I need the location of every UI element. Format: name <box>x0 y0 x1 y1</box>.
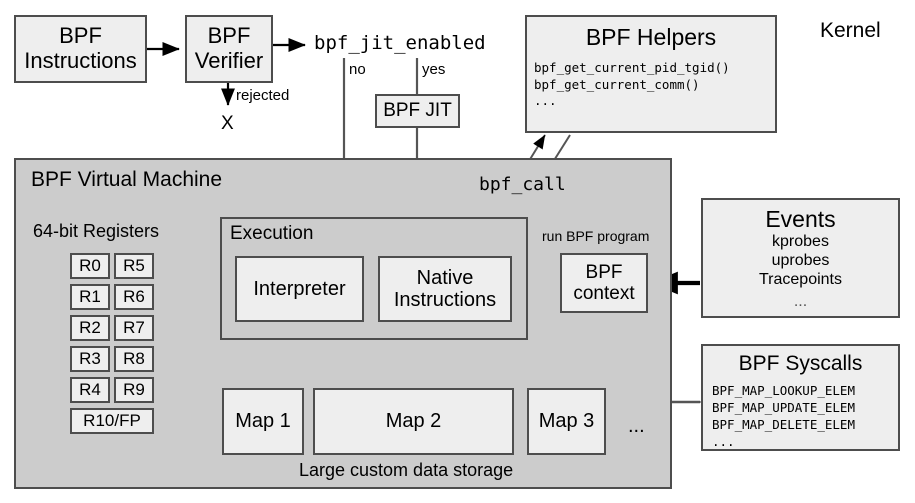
map-1-box: Map 1 <box>222 388 304 455</box>
bpf-vm-title: BPF Virtual Machine <box>31 168 223 191</box>
register-r1: R1 <box>70 284 110 310</box>
bpf-syscalls-title: BPF Syscalls <box>738 352 863 375</box>
map-2-box: Map 2 <box>313 388 514 455</box>
bpf-jit-label: BPF JIT <box>383 100 452 122</box>
bpf-helpers-function-list: bpf_get_current_pid_tgid() bpf_get_curre… <box>534 60 730 108</box>
bpf-jit-box: BPF JIT <box>375 94 460 128</box>
events-ellipsis: ... <box>793 293 808 311</box>
registers-title: 64-bit Registers <box>33 221 160 241</box>
bpf-verifier-line2: Verifier <box>194 48 264 73</box>
bpf-context-line1: BPF <box>585 261 623 283</box>
events-title: Events <box>765 206 836 232</box>
storage-label: Large custom data storage <box>299 460 514 480</box>
native-instructions-line1: Native <box>416 266 474 289</box>
native-instructions-line2: Instructions <box>393 289 497 311</box>
branch-no-label: no <box>349 61 366 78</box>
bpf-syscalls-list: BPF_MAP_LOOKUP_ELEM BPF_MAP_UPDATE_ELEM … <box>712 383 855 449</box>
execution-title: Execution <box>230 223 314 244</box>
bpf-verifier-line1: BPF <box>207 23 251 49</box>
native-instructions-box: Native Instructions <box>378 256 512 322</box>
bpf-context-box: BPF context <box>560 253 648 313</box>
map-3-label: Map 3 <box>538 410 595 433</box>
kernel-label: Kernel <box>820 19 881 42</box>
run-bpf-program-label: run BPF program <box>542 228 650 244</box>
register-r3: R3 <box>70 346 110 372</box>
maps-ellipsis: ... <box>628 415 645 437</box>
register-r8: R8 <box>114 346 154 372</box>
branch-yes-label: yes <box>422 61 446 78</box>
map-1-label: Map 1 <box>235 410 291 433</box>
events-item-tracepoints: Tracepoints <box>759 270 842 288</box>
interpreter-label: Interpreter <box>253 277 346 300</box>
bpf-instructions-line1: BPF <box>59 23 102 49</box>
register-r2: R2 <box>70 315 110 341</box>
interpreter-box: Interpreter <box>235 256 364 322</box>
map-2-label: Map 2 <box>385 410 442 433</box>
events-box: Events kprobes uprobes Tracepoints ... <box>701 198 900 318</box>
register-r5: R5 <box>114 253 154 279</box>
bpf-helpers-box: BPF Helpers <box>525 15 777 133</box>
register-r6: R6 <box>114 284 154 310</box>
register-r7: R7 <box>114 315 154 341</box>
register-r10-fp: R10/FP <box>70 408 154 434</box>
events-item-uprobes: uprobes <box>771 251 830 269</box>
rejected-x-mark: X <box>221 113 234 134</box>
bpf-instructions-line2: Instructions <box>24 48 137 73</box>
bpf-instructions-box: BPF Instructions <box>14 15 147 83</box>
bpf-context-line2: context <box>573 283 635 304</box>
register-r0: R0 <box>70 253 110 279</box>
bpf-helpers-title: BPF Helpers <box>585 24 717 50</box>
bpf-verifier-box: BPF Verifier <box>185 15 273 83</box>
register-r4: R4 <box>70 377 110 403</box>
map-3-box: Map 3 <box>527 388 606 455</box>
register-r9: R9 <box>114 377 154 403</box>
bpf-jit-enabled-label: bpf_jit_enabled <box>314 32 486 54</box>
bpf-call-label: bpf_call <box>479 174 566 195</box>
rejected-label: rejected <box>236 87 290 104</box>
bpf-syscalls-box: BPF Syscalls <box>701 344 900 451</box>
events-item-kprobes: kprobes <box>772 232 829 250</box>
